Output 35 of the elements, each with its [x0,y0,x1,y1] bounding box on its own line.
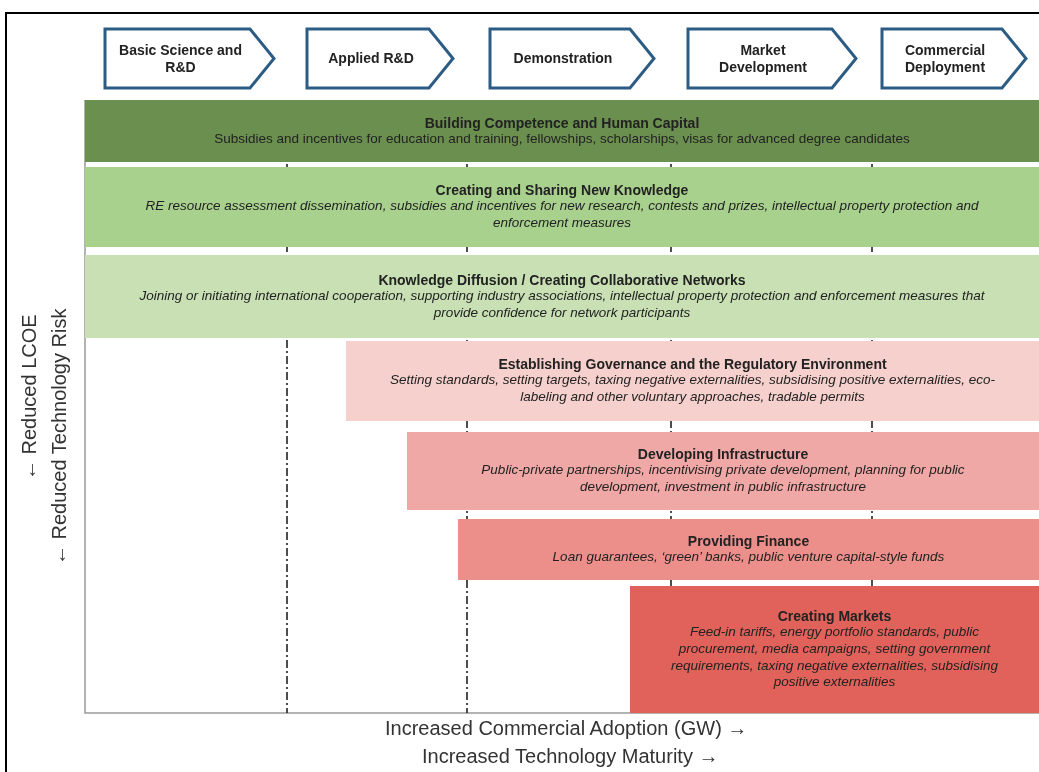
band-description: Public-private partnerships, incentivising private development, planning for public development, investment in public infrastructure [480,462,966,496]
axis-title: ← Reduced Technology Risk [48,308,71,565]
band-description: RE resource assessment dissemination, subsidies and incentives for new research, contests and prizes, intellectual property protection and enforcement measures [144,198,980,232]
stage-pentagon-box [488,27,656,90]
axis-title: Increased Commercial Adoption (GW) → [385,717,748,740]
policy-band [458,519,1039,580]
band-heading: Providing Finance [687,533,810,550]
stage-pentagon-box [305,27,455,90]
stage-label: Basic Science and R&D [119,41,242,76]
band-heading: Knowledge Diffusion / Creating Collaborative Networks [378,271,746,288]
band-description: Subsidies and incentives for education and training, fellowships, scholarships, visas for advanced degree candidates [213,130,911,148]
stage-pentagon-box [103,27,276,90]
stage-label: Commercial Deployment [903,41,987,76]
band-description: Loan guarantees, ‘green’ banks, public venture capital-style funds [551,549,946,566]
stage-label: Applied R&D [328,50,414,67]
stage-pentagon-box [880,27,1028,90]
band-heading: Creating and Sharing New Knowledge [435,182,689,199]
band-heading: Building Competence and Human Capital [424,114,700,131]
policy-band [630,586,1039,713]
axis-title: ← Reduced LCOE [18,314,41,480]
axis-title: Increased Technology Maturity → [422,745,719,768]
policy-band [85,167,1039,247]
policy-band [85,255,1039,338]
band-description: Feed-in tariffs, energy portfolio standards, public procurement, media campaigns, setting government requirements, taxing negative externalities, subsidising positive externalities [669,623,1000,692]
policy-band [85,100,1039,162]
policy-band [346,341,1039,421]
band-description: Setting standards, setting targets, taxing negative externalities, subsidising positive externalities, eco-labeling and other voluntary approaches, tradable permits [389,372,996,406]
band-heading: Creating Markets [777,607,892,624]
stage-label: Demonstration [513,50,613,67]
policy-band [407,432,1039,510]
stage-label: Market Development [718,41,808,76]
stage-pentagon-box [686,27,858,90]
band-heading: Developing Infrastructure [637,446,809,463]
band-description: Joining or initiating international cooperation, supporting industry associations, intellectual property protection and enforcement measures that provide confidence for network participants [138,287,986,322]
band-heading: Establishing Governance and the Regulatory Environment [498,356,887,373]
